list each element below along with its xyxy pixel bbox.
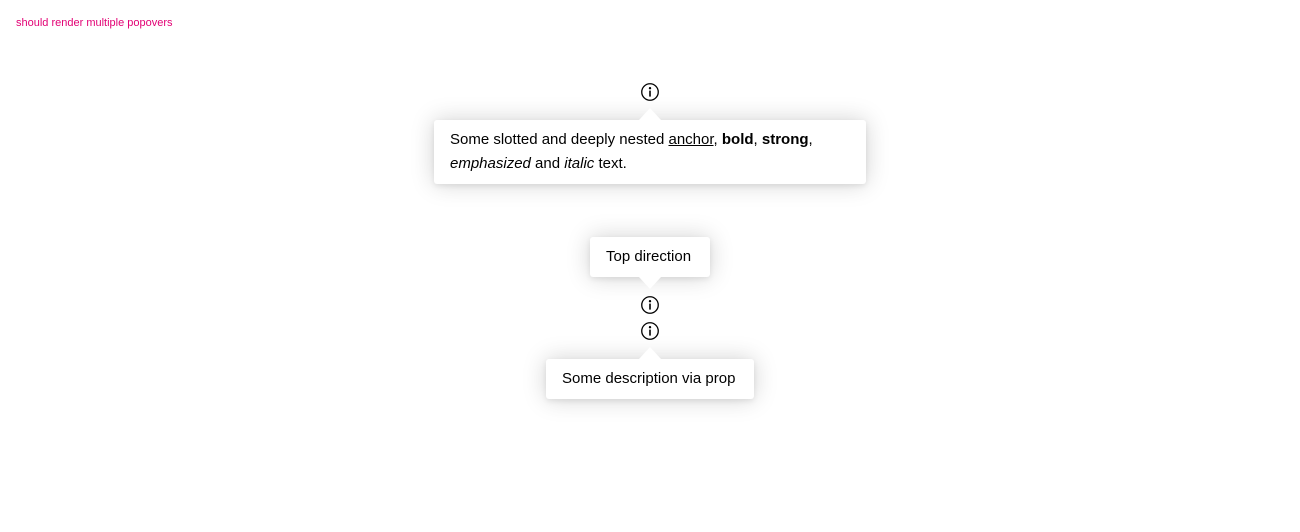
test-title: should render multiple popovers <box>16 17 173 29</box>
popover-trigger-2[interactable] <box>640 295 660 315</box>
strong-text: strong <box>761 131 809 148</box>
popover-bottom-prop: Some description via prop <box>546 347 754 399</box>
popover-text: Top direction <box>606 248 692 265</box>
italic-text: italic <box>564 155 595 172</box>
popover-anchor-link[interactable]: anchor <box>668 131 714 148</box>
text-segment: , <box>713 131 722 148</box>
emphasized-text: emphasized <box>450 155 531 172</box>
text-segment: , <box>808 131 813 148</box>
popover-text: Some description via prop <box>562 370 736 387</box>
popover-arrow <box>639 347 661 359</box>
text-segment: Some slotted and deeply nested <box>450 131 669 148</box>
popover-trigger-1[interactable] <box>640 82 660 102</box>
popover-bottom-rich: Some slotted and deeply nested anchor, b… <box>434 108 866 184</box>
popover-arrow <box>639 108 661 120</box>
popover-text: Some slotted and deeply nested anchor, b… <box>450 131 813 172</box>
bold-text: bold <box>721 131 754 148</box>
text-segment: and <box>530 155 565 172</box>
popover-top: Top direction <box>590 237 710 289</box>
text-segment: , <box>753 131 762 148</box>
text-segment: text. <box>594 155 627 172</box>
information-icon <box>641 322 659 340</box>
popover-trigger-3[interactable] <box>640 321 660 341</box>
information-icon <box>641 83 659 101</box>
popover-arrow <box>639 277 661 289</box>
information-icon <box>641 296 659 314</box>
